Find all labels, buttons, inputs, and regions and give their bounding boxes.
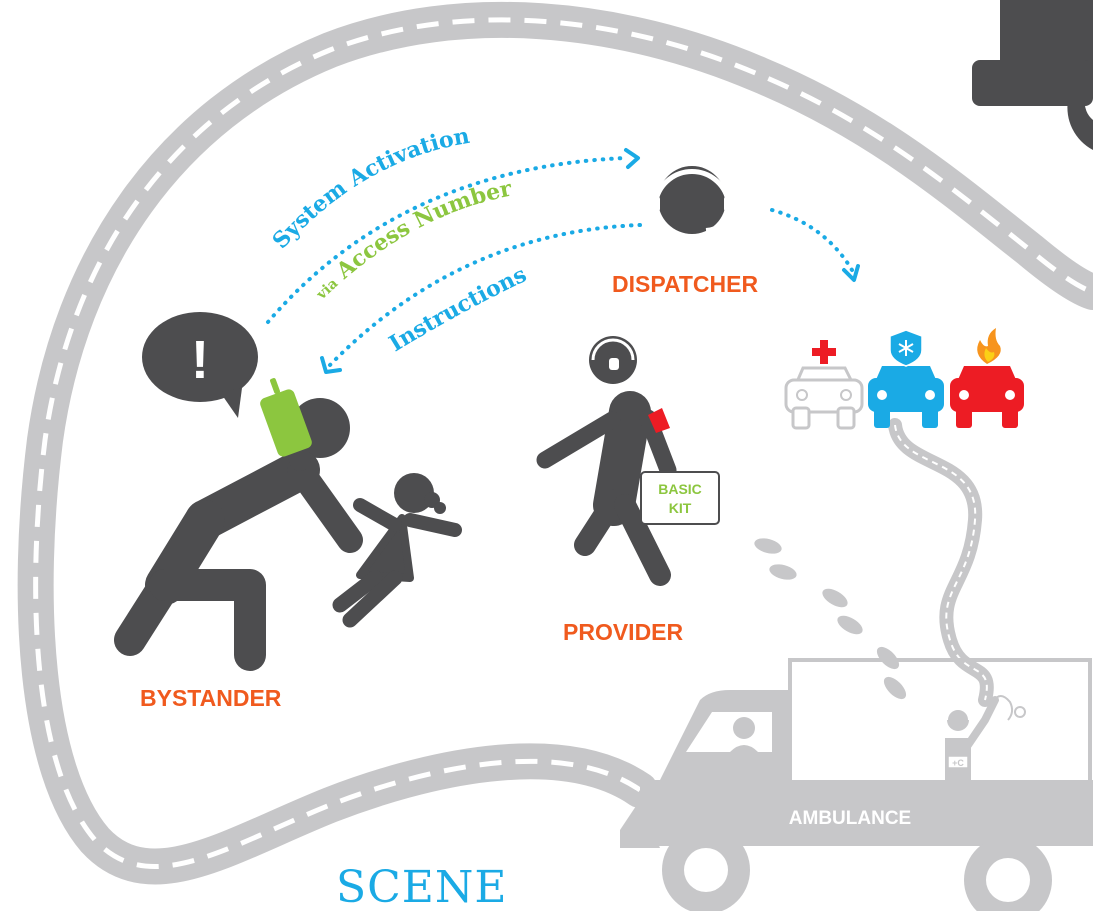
medical-car-icon <box>784 340 864 430</box>
ambulance-vehicle <box>620 658 1093 911</box>
provider-armband <box>648 408 670 433</box>
basic-kit-line2: KIT <box>669 500 692 516</box>
arrowheads <box>320 148 860 374</box>
paramedic-icon <box>945 696 999 780</box>
access-number-text: Access Number <box>331 176 515 285</box>
police-car-icon <box>868 329 944 428</box>
footprints <box>754 538 907 700</box>
scene-title: SCENE <box>336 862 508 911</box>
fire-car-icon <box>950 328 1024 428</box>
provider-figure <box>536 336 677 586</box>
stethoscope-icon <box>992 695 1026 721</box>
medkit-sign-text: +C <box>952 758 964 768</box>
provider-headset-icon <box>591 338 635 370</box>
dispatcher-label: DISPATCHER <box>612 271 758 297</box>
instructions-text: Instructions <box>385 262 531 358</box>
via-text: via <box>313 276 341 304</box>
basic-kit-bag <box>640 471 720 525</box>
dispatch-arrow <box>770 208 854 272</box>
ambulance-label: AMBULANCE <box>789 808 911 829</box>
small-road <box>888 418 994 707</box>
dispatcher-icon <box>651 166 733 234</box>
speech-bubble-icon <box>142 312 258 418</box>
exclamation-mark: ! <box>191 330 209 390</box>
child-figure <box>332 473 462 628</box>
communication-arrows <box>266 156 854 367</box>
provider-label: PROVIDER <box>563 619 684 645</box>
activation-arrow <box>266 156 627 324</box>
road-loop <box>17 1 1093 885</box>
bystander-label: BYSTANDER <box>140 685 282 711</box>
basic-kit-line1: BASIC <box>658 481 702 497</box>
ambulance-driver-icon <box>730 717 758 752</box>
phone-icon <box>260 378 312 457</box>
truck-partial <box>972 0 1093 150</box>
bystander-figure <box>114 398 363 671</box>
